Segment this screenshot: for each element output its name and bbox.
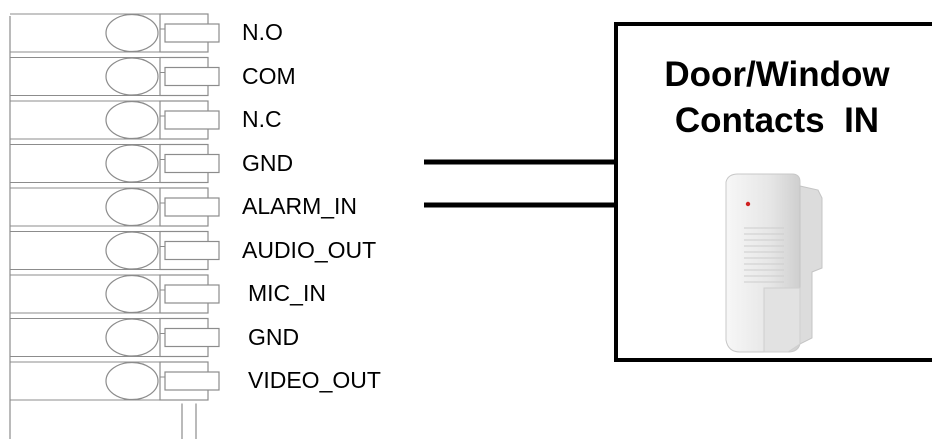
door-window-sensor-icon [725,173,823,353]
wires [424,159,614,208]
connector-pin [10,361,220,401]
connector-pin [10,274,220,314]
pin-label: AUDIO_OUT [242,236,377,263]
connector-pin [10,317,220,358]
pin-label: GND [242,149,294,176]
pin-label: N.O [242,19,283,45]
door-window-contacts-box: Door/Window Contacts IN [614,22,932,362]
connector-pin [10,187,220,227]
connector-pin [10,100,220,140]
connector-pin [10,230,220,271]
device-title-line2: Contacts IN [674,101,880,140]
pin-label: ALARM_IN [242,193,358,219]
pin-label: VIDEO_OUT [248,367,381,393]
connector-pin [10,143,220,184]
connector-pin [10,13,220,53]
connector-pin [10,56,220,97]
pin-label: GND [248,323,300,350]
device-title-line1: Door/Window [664,55,890,94]
pin-label: N.C [242,106,282,132]
terminal-connector-block [9,13,220,439]
device-title: Door/Window Contacts IN [618,52,932,144]
pin-label: COM [242,62,296,89]
pin-label: MIC_IN [248,280,326,306]
